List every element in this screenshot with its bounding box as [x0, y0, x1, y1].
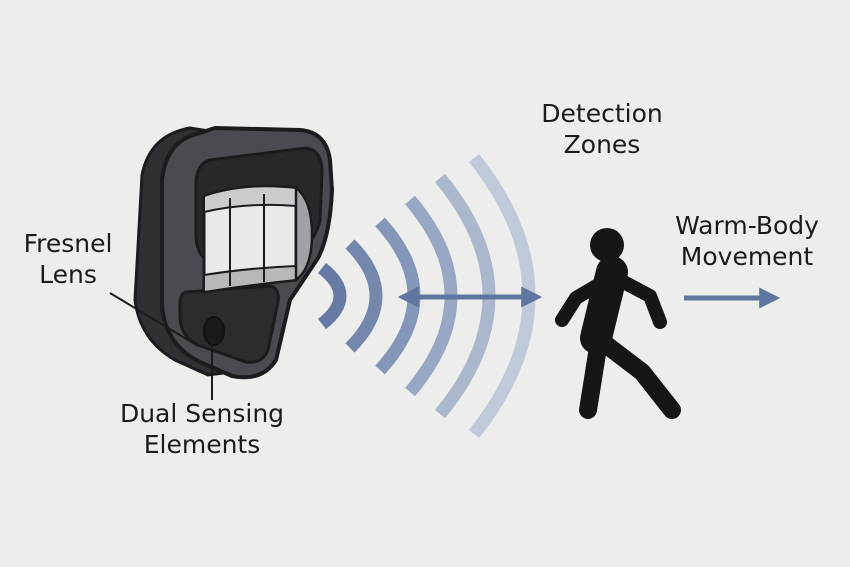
- fresnel-leader-line: [109, 292, 199, 347]
- walking-person-icon: [555, 228, 681, 419]
- fresnel-lens-line-2: Lens: [39, 260, 97, 289]
- dual-sensing-line-2: Elements: [143, 430, 261, 459]
- detection-zones-line-1: Detection: [541, 99, 663, 128]
- dual-sensing-elements-label: Dual Sensing Elements: [92, 398, 312, 460]
- fresnel-lens-line-1: Fresnel: [23, 229, 113, 258]
- detection-zones-line-2: Zones: [563, 130, 641, 159]
- warm-body-movement-label: Warm-Body Movement: [652, 210, 842, 272]
- motion-sensor-icon: [133, 126, 334, 380]
- dual-sensing-line-1: Dual Sensing: [119, 399, 285, 428]
- warm-body-movement-line-2: Movement: [680, 242, 814, 271]
- warm-body-movement-line-1: Warm-Body: [675, 211, 819, 240]
- fresnel-lens-label: Fresnel Lens: [18, 228, 118, 290]
- fresnel-lens-dome: [202, 184, 314, 294]
- detection-zones-label: Detection Zones: [512, 98, 692, 160]
- sensing-element-icon: [203, 316, 225, 346]
